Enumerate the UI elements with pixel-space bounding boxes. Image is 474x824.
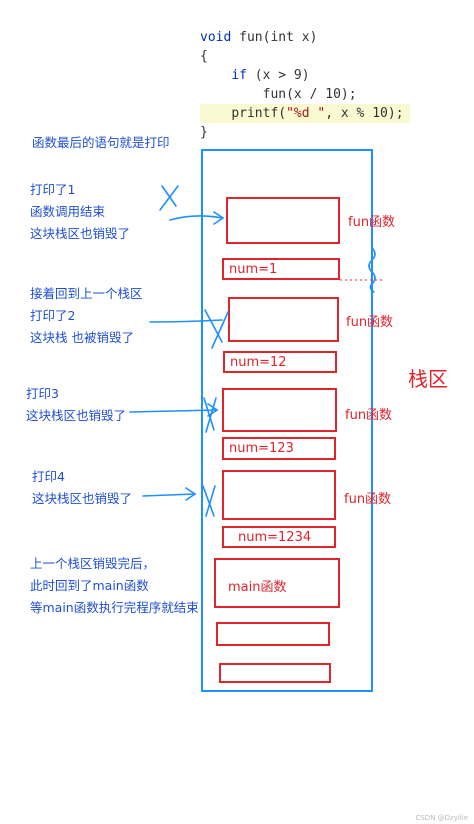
fun-frame-3	[222, 388, 337, 432]
note-5-line-1: 上一个栈区销毁完后，	[30, 556, 156, 571]
code-line-6: }	[200, 125, 208, 140]
note-group-5: 上一个栈区销毁完后， 此时回到了main函数 等main函数执行完程序就结束	[30, 553, 199, 619]
cross-2a	[204, 309, 223, 343]
code-line-5-string: "%d "	[286, 106, 326, 121]
code-line-2: {	[200, 49, 208, 64]
arrow-1-head	[213, 211, 225, 225]
code-keyword-void: void	[200, 30, 232, 45]
num-box-4	[222, 526, 336, 548]
main-frame	[214, 558, 340, 608]
fun-label-3: fun函数	[345, 408, 393, 423]
note-group-2: 接着回到上一个栈区 打印了2 这块栈 也被销毁了	[30, 283, 143, 349]
code-line-5b: , x % 10);	[325, 106, 404, 121]
note-1-line-2: 函数调用结束	[30, 204, 106, 219]
main-slot-1	[216, 622, 330, 646]
main-label: main函数	[228, 580, 287, 595]
arrow-1	[169, 215, 223, 221]
cross-3b	[205, 397, 217, 433]
fun-label-1: fun函数	[348, 215, 396, 230]
cross-1a	[161, 185, 177, 207]
fun-frame-4	[222, 470, 336, 520]
note-4-line-1: 打印4	[32, 469, 65, 484]
arrow-4-head	[185, 487, 197, 501]
note-2-line-3: 这块栈 也被销毁了	[30, 330, 134, 345]
note-group-1: 打印了1 函数调用结束 这块栈区也销毁了	[30, 179, 130, 245]
code-line-1: fun(int x)	[231, 30, 318, 45]
main-slot-2	[219, 663, 331, 683]
note-last-statement: 函数最后的语句就是打印	[32, 135, 170, 150]
stack-region	[201, 149, 373, 692]
note-group-4: 打印4 这块栈区也销毁了	[32, 466, 132, 510]
cross-4b	[205, 485, 216, 517]
code-line-5a: printf(	[231, 106, 287, 121]
num-box-2	[223, 351, 337, 373]
note-1-line-1: 打印了1	[30, 182, 76, 197]
footer-watermark: CSDN @Dzyilie	[415, 814, 468, 822]
fun-label-2: fun函数	[346, 315, 394, 330]
cross-1b	[159, 185, 179, 211]
cross-3a	[203, 397, 215, 431]
num-box-1	[222, 258, 340, 280]
fun-frame-1	[226, 197, 340, 244]
arrow-2	[149, 319, 223, 323]
num-label-3: num=123	[229, 441, 294, 456]
fun-label-4: fun函数	[344, 492, 392, 507]
code-line-3: (x > 9)	[246, 68, 310, 83]
num-label-2: num=12	[230, 355, 287, 370]
note-4-line-2: 这块栈区也销毁了	[32, 491, 133, 506]
note-3-line-2: 这块栈区也销毁了	[26, 408, 127, 423]
note-2-line-1: 接着回到上一个栈区	[30, 286, 143, 301]
fun-frame-2	[228, 297, 339, 342]
note-1-line-3: 这块栈区也销毁了	[30, 226, 131, 241]
code-keyword-if: if	[231, 68, 247, 83]
num-label-4: num=1234	[238, 530, 312, 545]
cross-4a	[202, 485, 215, 517]
note-3-line-1: 打印3	[26, 386, 59, 401]
arrow-4	[142, 493, 196, 497]
stack-zone-label: 栈区	[408, 367, 448, 391]
code-snippet: void fun(int x) { if (x > 9) fun(x / 10)…	[200, 28, 410, 142]
note-2-line-2: 打印了2	[30, 308, 76, 323]
squiggle	[368, 247, 376, 293]
code-line-4: fun(x / 10);	[262, 87, 357, 102]
arrow-3	[129, 409, 218, 413]
cross-2b	[211, 311, 229, 349]
note-5-line-2: 此时回到了main函数	[30, 578, 149, 593]
note-group-3: 打印3 这块栈区也销毁了	[26, 383, 126, 427]
num-box-3	[222, 437, 336, 460]
note-5-line-3: 等main函数执行完程序就结束	[30, 600, 199, 615]
num-label-1: num=1	[229, 262, 278, 277]
